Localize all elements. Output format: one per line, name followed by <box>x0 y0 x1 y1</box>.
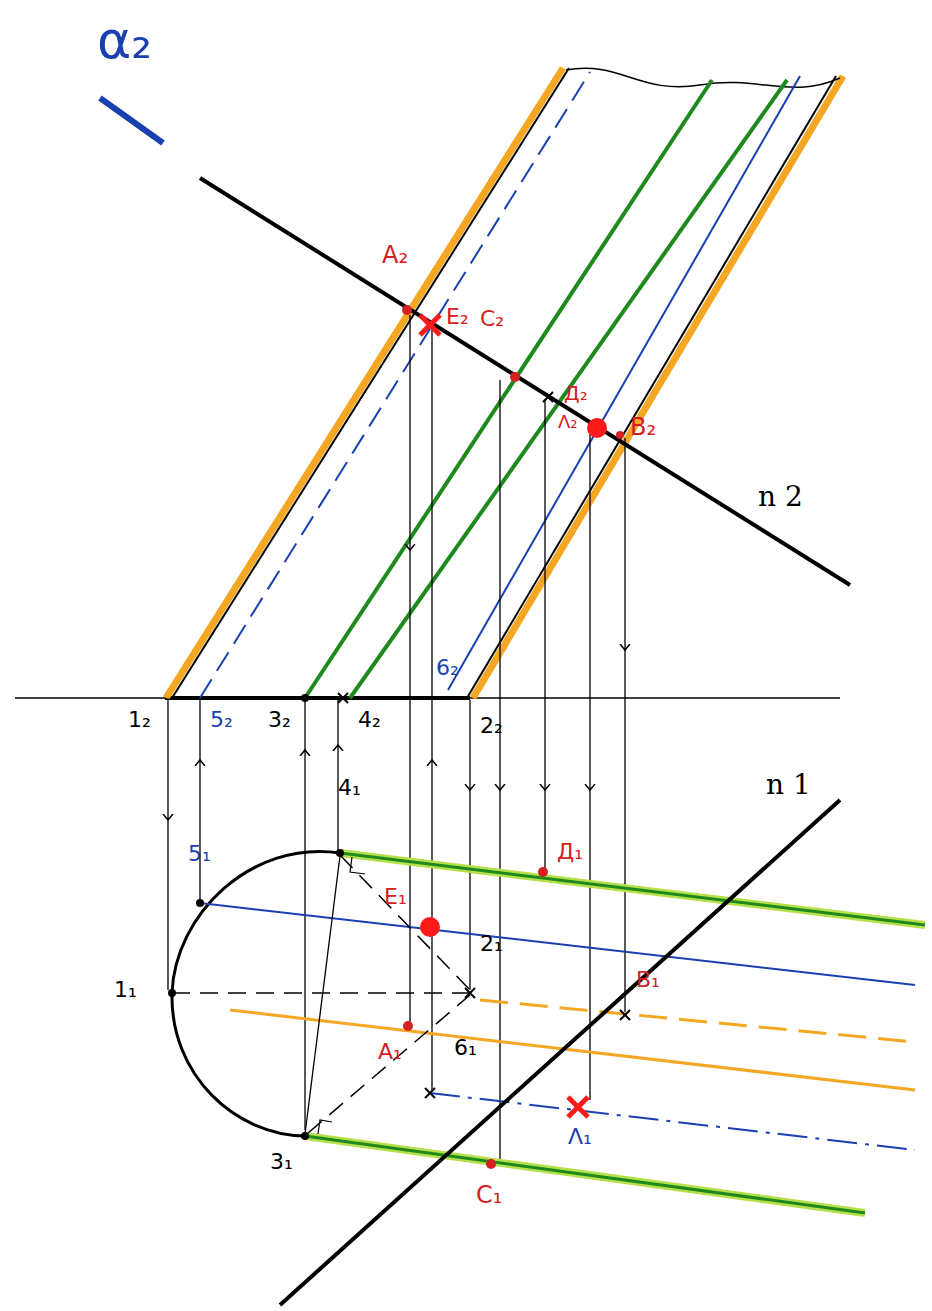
point-number: 2₂ <box>478 714 505 738</box>
point-label: A₂ <box>380 242 410 268</box>
point-number: 2₁ <box>478 932 505 956</box>
point-number: 5₂ <box>208 708 235 732</box>
point-number: 6₂ <box>434 656 461 680</box>
point-label: Λ₂ <box>556 412 580 432</box>
point-label: Д₂ <box>562 382 590 404</box>
point-label: E₁ <box>382 885 409 909</box>
point-label: C₁ <box>474 1182 504 1208</box>
point-label: A₁ <box>376 1040 404 1064</box>
point-label: B₂ <box>628 414 658 440</box>
point-number: 3₁ <box>268 1150 295 1174</box>
point-number: 4₂ <box>356 708 383 732</box>
point-number: 1₁ <box>112 978 139 1002</box>
line-label: n 2 <box>756 482 805 513</box>
point-label: B₁ <box>634 968 662 992</box>
point-number: 5₁ <box>186 842 213 866</box>
line-label: n 1 <box>764 770 813 801</box>
point-label: E₂ <box>444 305 471 329</box>
point-number: 3₂ <box>266 708 293 732</box>
point-label: C₂ <box>478 307 506 331</box>
point-number: 4₁ <box>336 776 363 800</box>
plane-label: α₂ <box>95 12 154 69</box>
point-label: Д₁ <box>555 840 585 864</box>
point-label: Λ₁ <box>566 1125 594 1149</box>
point-number: 6₁ <box>452 1036 479 1060</box>
point-number: 1₂ <box>126 708 153 732</box>
